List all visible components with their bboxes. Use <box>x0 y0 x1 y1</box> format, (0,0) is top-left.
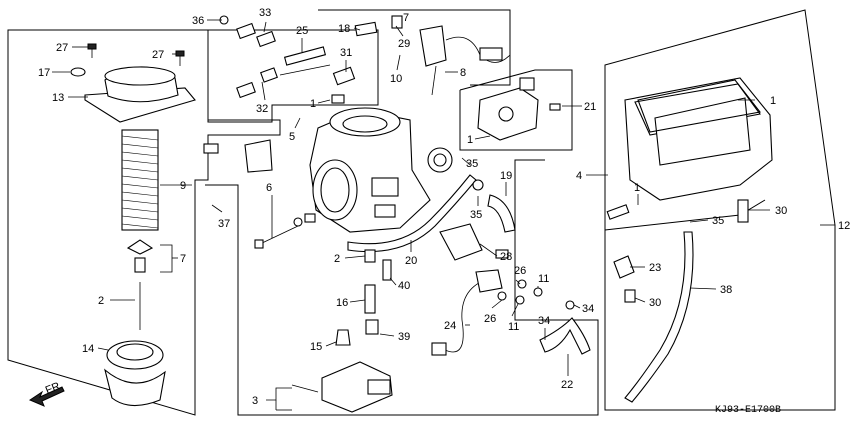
callout-6: 6 <box>266 182 272 194</box>
callout-8: 8 <box>460 67 466 79</box>
callout-1c: 1 <box>770 95 776 107</box>
callout-24: 24 <box>444 320 456 332</box>
callout-2a: 2 <box>334 253 340 265</box>
callout-23: 23 <box>649 262 661 274</box>
float-bowl-4 <box>606 77 773 220</box>
top-pipe-frame <box>207 29 379 123</box>
right-bowl-frame <box>604 9 836 411</box>
screw-27a <box>87 43 97 58</box>
drain-tube-38 <box>624 231 694 403</box>
callout-32: 32 <box>256 103 268 115</box>
callout-12: 12 <box>838 220 850 232</box>
callout-5: 5 <box>289 131 295 143</box>
callout-18: 18 <box>338 23 350 35</box>
callout-2b: 2 <box>98 295 104 307</box>
callout-1a: 1 <box>310 98 316 110</box>
callout-29: 29 <box>398 38 410 50</box>
callout-39: 39 <box>398 331 410 343</box>
front-arrow <box>28 386 65 407</box>
callout-9: 9 <box>180 180 186 192</box>
callout-28: 28 <box>500 251 512 263</box>
callout-34b: 34 <box>538 315 550 327</box>
diagram-code: KJ93-E1700B <box>715 405 781 416</box>
callout-17: 17 <box>38 67 50 79</box>
wire-frame <box>318 9 511 86</box>
fuel-pump-21 <box>477 77 561 141</box>
callout-35a: 35 <box>466 158 478 170</box>
main-body-frame <box>205 159 599 416</box>
callout-27b: 27 <box>152 49 164 61</box>
callout-3: 3 <box>252 395 258 407</box>
callout-26b: 26 <box>484 313 496 325</box>
bracket-6 <box>203 139 273 173</box>
callout-25: 25 <box>296 25 308 37</box>
callout-20: 20 <box>405 255 417 267</box>
callout-14: 14 <box>82 343 94 355</box>
callout-15: 15 <box>310 341 322 353</box>
callout-labels: 36 33 25 18 29 7 27 27 17 13 31 10 8 32 … <box>38 7 850 416</box>
carburetor-body <box>309 107 453 233</box>
screw-15 <box>335 329 351 346</box>
callout-7a: 7 <box>403 12 409 24</box>
callout-34a: 34 <box>582 303 594 315</box>
callout-26a: 26 <box>514 265 526 277</box>
spring-9 <box>121 129 159 231</box>
callout-22: 22 <box>561 379 573 391</box>
callout-36: 36 <box>192 15 204 27</box>
screw-30 <box>624 199 749 303</box>
callout-30a: 30 <box>775 205 787 217</box>
bolt-6 <box>254 213 316 249</box>
callout-31: 31 <box>340 47 352 59</box>
callout-19: 19 <box>500 170 512 182</box>
hose-19 <box>472 179 516 233</box>
front-direction-label: FR. <box>44 379 65 397</box>
pipe-parts <box>219 15 356 104</box>
callout-1b: 1 <box>467 134 473 146</box>
wire-harness <box>354 15 511 96</box>
callout-10: 10 <box>390 73 402 85</box>
carb-top-cap <box>84 66 196 123</box>
float-3 <box>291 361 393 413</box>
leader-lines <box>52 19 835 411</box>
callout-40: 40 <box>398 280 410 292</box>
callout-7b: 7 <box>180 253 186 265</box>
callout-37: 37 <box>218 218 230 230</box>
bracket-28 <box>439 223 509 261</box>
callout-33: 33 <box>259 7 271 19</box>
callout-16: 16 <box>336 297 348 309</box>
screws-11-26 <box>497 279 543 305</box>
screw-27b <box>175 50 185 66</box>
jets-16-40 <box>364 249 392 335</box>
callout-38: 38 <box>720 284 732 296</box>
needle-holder <box>126 239 154 273</box>
callout-13: 13 <box>52 92 64 104</box>
pump-frame <box>459 69 573 151</box>
callout-1d: 1 <box>634 182 640 194</box>
callout-35c: 35 <box>712 215 724 227</box>
diaphragm-14 <box>104 340 166 407</box>
cable-24 <box>431 269 503 356</box>
callout-30b: 30 <box>649 297 661 309</box>
callout-27a: 27 <box>56 42 68 54</box>
o-ring-17 <box>70 67 86 77</box>
callout-11b: 11 <box>508 321 519 333</box>
callout-35b: 35 <box>470 209 482 221</box>
gasket-1 <box>637 79 761 133</box>
callout-21: 21 <box>584 101 596 113</box>
callout-11a: 11 <box>538 273 549 285</box>
clamp-23 <box>613 255 635 279</box>
callout-4: 4 <box>576 170 582 182</box>
